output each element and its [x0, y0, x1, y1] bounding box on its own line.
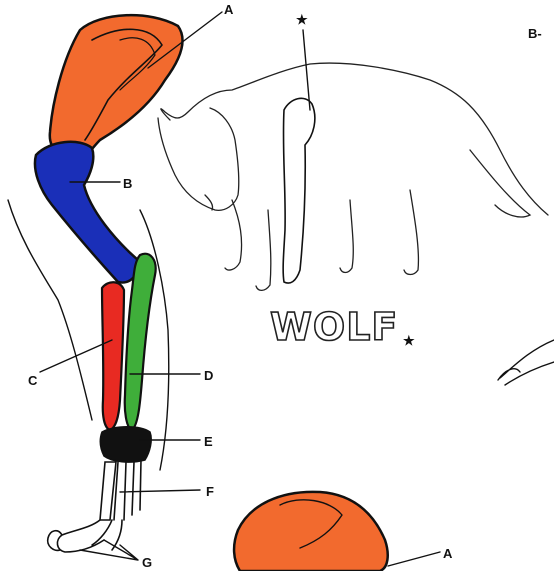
leader-f	[120, 490, 200, 492]
label-f: F	[206, 484, 214, 499]
label-a-top: A	[224, 2, 234, 17]
humerus-bone-a	[50, 15, 183, 158]
radius-bone-c	[102, 282, 124, 430]
label-c: C	[28, 373, 38, 388]
label-b-edge: B-	[528, 26, 542, 41]
label-d: D	[204, 368, 213, 383]
wolf-star: ★	[296, 12, 308, 27]
scapula-bone-b	[35, 142, 138, 283]
label-e: E	[204, 434, 213, 449]
partial-claw-drawing	[498, 340, 554, 385]
label-g: G	[142, 555, 152, 570]
label-a-bottom: A	[443, 546, 453, 561]
carpals-e	[100, 427, 151, 462]
metacarpals-f	[100, 462, 116, 520]
humerus-bone-a-second	[234, 492, 388, 571]
label-b: B	[123, 176, 132, 191]
metacarpal-2	[114, 460, 141, 520]
wolf-illustration	[158, 63, 548, 290]
phalanges-g	[48, 520, 122, 552]
leader-g	[80, 540, 138, 560]
wolf-highlighted-limb	[283, 98, 315, 283]
title-wolf: WOLF	[270, 305, 398, 349]
leader-c	[40, 340, 112, 372]
leader-a-bottom	[388, 552, 440, 566]
title-star: ★	[403, 333, 415, 348]
